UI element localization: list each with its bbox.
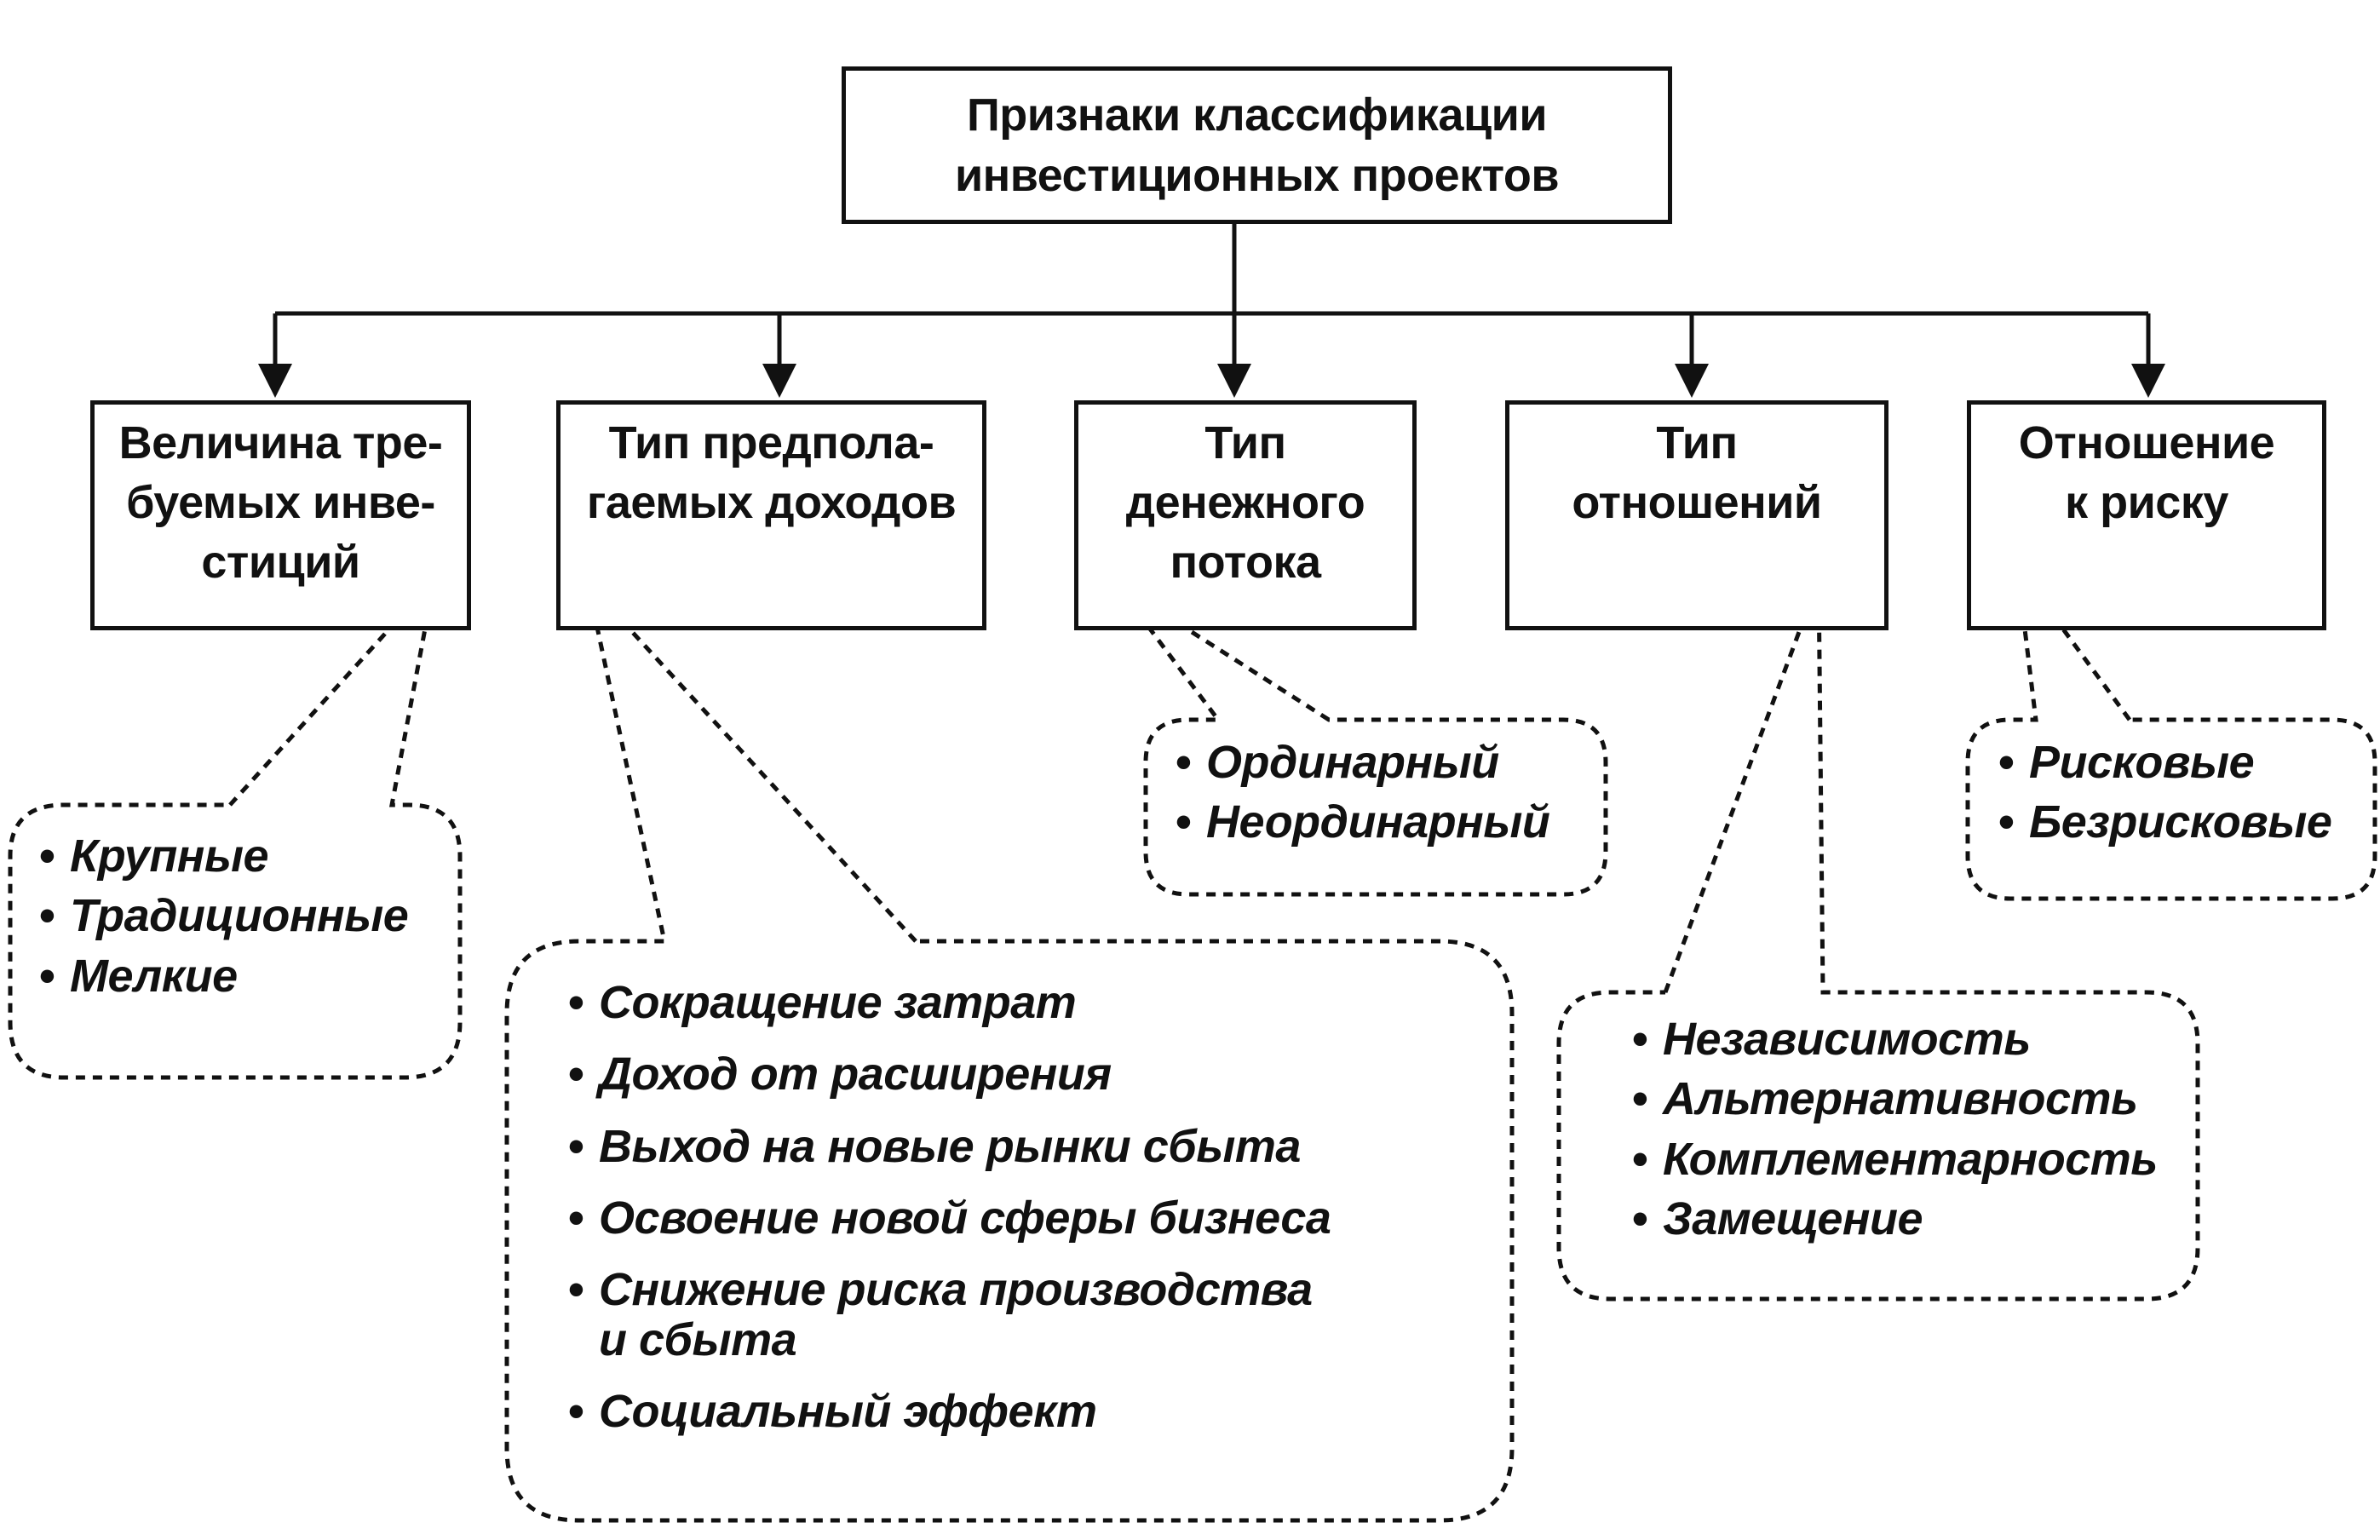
- list-item: Комплементарность: [1632, 1134, 2191, 1184]
- category-label-investment-size: Величина тре- буемых инве- стиций: [118, 417, 443, 589]
- category-box-risk-attitude: Отношение к риску: [1967, 400, 2326, 630]
- category-label-risk-attitude: Отношение к риску: [2018, 417, 2275, 529]
- list-item: Освоение новой сферы бизнеса: [568, 1193, 1493, 1244]
- root-box: Признаки классификации инвестиционных пр…: [842, 66, 1672, 224]
- category-box-income-type: Тип предпола- гаемых доходов: [556, 400, 986, 630]
- category-box-relation-type: Тип отношений: [1505, 400, 1888, 630]
- list-item: Крупные: [39, 831, 445, 882]
- list-item: Доход от расширения: [568, 1049, 1493, 1100]
- list-item: Ординарный: [1176, 738, 1598, 788]
- category-label-cash-flow-type: Тип денежного потока: [1125, 417, 1365, 589]
- callout-cash-flow-type: [1114, 581, 1608, 897]
- items-risk-attitude: Рисковые Безрисковые: [1998, 738, 2370, 848]
- list-item: Выход на новые рынки сбыта: [568, 1121, 1493, 1171]
- list-item: Традиционные: [39, 891, 445, 941]
- list-item: Неординарный: [1176, 797, 1598, 848]
- category-label-income-type: Тип предпола- гаемых доходов: [586, 417, 957, 529]
- callout-risk-attitude: [1965, 558, 2377, 901]
- list-item: Социальный эффект: [568, 1387, 1493, 1437]
- category-box-investment-size: Величина тре- буемых инве- стиций: [90, 400, 471, 630]
- list-item: Независимость: [1632, 1014, 2191, 1065]
- callout-investment-size: [8, 572, 463, 1080]
- items-investment-size: Крупные Традиционные Мелкие: [39, 831, 445, 1002]
- list-item: Альтернативность: [1632, 1074, 2191, 1124]
- list-item: Замещение: [1632, 1194, 2191, 1244]
- list-item: Рисковые: [1998, 738, 2370, 788]
- list-item: Безрисковые: [1998, 797, 2370, 848]
- category-box-cash-flow-type: Тип денежного потока: [1074, 400, 1417, 630]
- callout-income-type: [504, 576, 1515, 1523]
- list-item: Снижение риска производства и сбыта: [568, 1265, 1493, 1365]
- items-relation-type: Независимость Альтернативность Комплемен…: [1632, 1014, 2191, 1244]
- list-item: Мелкие: [39, 951, 445, 1001]
- items-cash-flow-type: Ординарный Неординарный: [1176, 738, 1598, 848]
- category-label-relation-type: Тип отношений: [1572, 417, 1822, 529]
- root-title: Признаки классификации инвестиционных пр…: [954, 89, 1560, 201]
- items-income-type: Сокращение затрат Доход от расширения Вы…: [568, 978, 1493, 1437]
- list-item: Сокращение затрат: [568, 978, 1493, 1028]
